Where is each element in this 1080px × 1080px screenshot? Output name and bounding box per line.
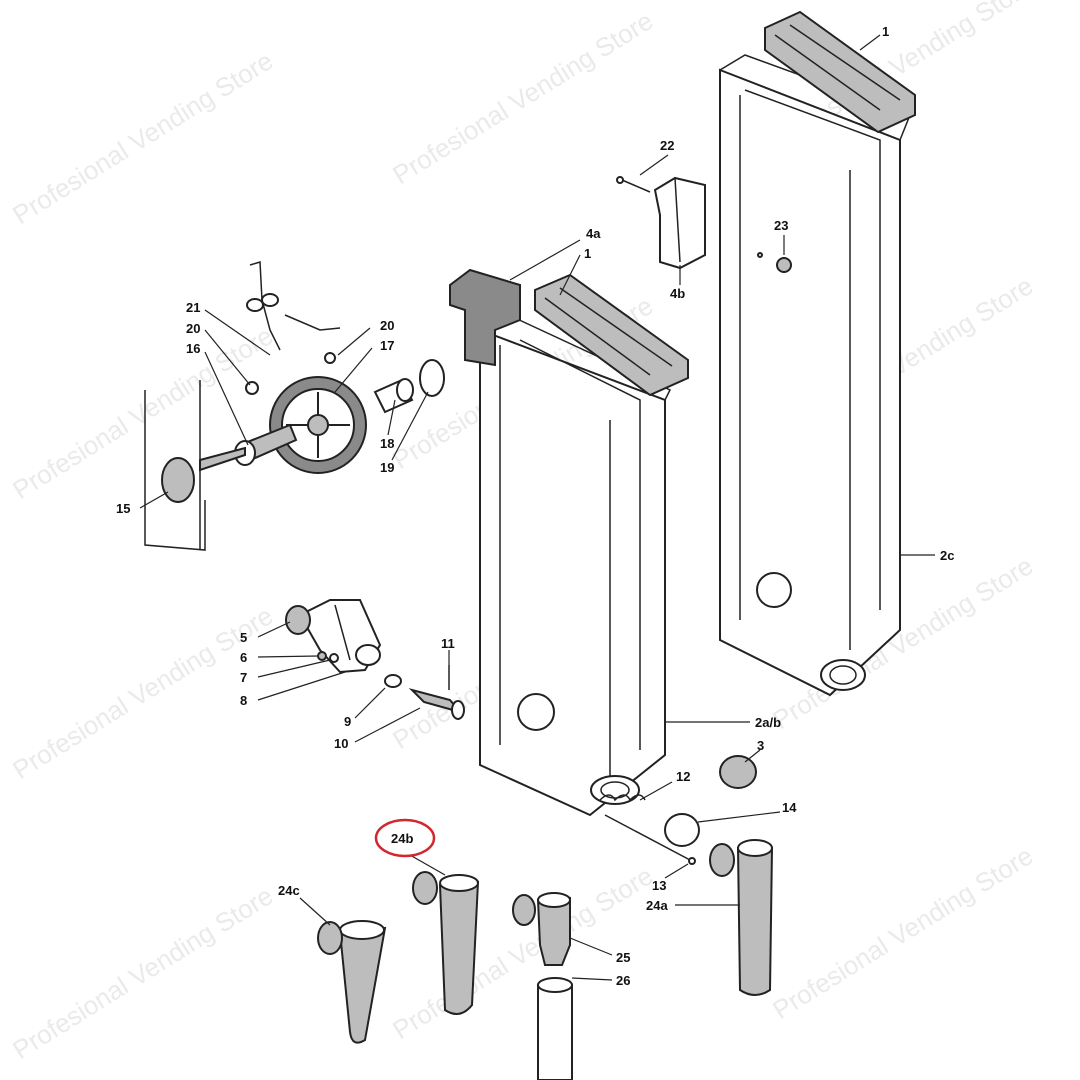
label-4a: 4a [586, 226, 601, 241]
part-labels: 1 1 2c 2a/b 3 4a 4b 5 6 7 8 9 10 11 12 1… [116, 24, 954, 988]
lid-rear [764, 10, 916, 134]
label-21: 21 [186, 300, 200, 315]
label-1-front: 1 [584, 246, 591, 261]
label-24b: 24b [391, 831, 413, 846]
label-17: 17 [380, 338, 394, 353]
spindle-parts [384, 665, 465, 720]
label-23: 23 [774, 218, 788, 233]
label-20-right: 20 [380, 318, 394, 333]
label-9: 9 [344, 714, 351, 729]
tube-24a [709, 839, 774, 996]
label-3: 3 [757, 738, 764, 753]
label-1-rear: 1 [882, 24, 889, 39]
highlight-ring [374, 818, 436, 858]
tube-24b [412, 871, 480, 1015]
label-11: 11 [441, 636, 455, 651]
label-24a: 24a [646, 898, 668, 913]
label-12: 12 [676, 769, 690, 784]
label-16: 16 [186, 341, 200, 356]
lever-bracket [285, 599, 382, 674]
label-2ab: 2a/b [755, 715, 781, 730]
label-7: 7 [240, 670, 247, 685]
canister-2c [719, 54, 911, 697]
label-13: 13 [652, 878, 666, 893]
watermark: Profesional Vending Store [7, 45, 278, 230]
tube-26 [537, 977, 573, 1080]
label-15: 15 [116, 501, 130, 516]
watermark: Profesional Vending Store [7, 880, 278, 1065]
bracket-4b [616, 176, 706, 270]
label-2c: 2c [940, 548, 954, 563]
label-8: 8 [240, 693, 247, 708]
label-18: 18 [380, 436, 394, 451]
tube-24c [317, 920, 387, 1044]
leader-lines [139, 34, 935, 981]
label-14: 14 [782, 800, 797, 815]
label-6: 6 [240, 650, 247, 665]
bracket-4a [449, 268, 521, 367]
watermark: Profesional Vending Store [387, 5, 658, 190]
nut-23 [757, 252, 792, 273]
watermark: Profesional Vending Store [767, 840, 1038, 1025]
sprocket-assembly [144, 261, 445, 551]
label-20-left: 20 [186, 321, 200, 336]
label-4b: 4b [670, 286, 685, 301]
label-25: 25 [616, 950, 630, 965]
tee-25 [512, 892, 571, 966]
label-24c: 24c [278, 883, 300, 898]
watermark: Profesional Vending Store [7, 320, 278, 505]
watermark: Profesional Vending Store [7, 600, 278, 785]
outlet-parts [599, 755, 757, 865]
label-5: 5 [240, 630, 247, 645]
canister-2ab [479, 317, 672, 817]
label-10: 10 [334, 736, 348, 751]
label-26: 26 [616, 973, 630, 988]
label-22: 22 [660, 138, 674, 153]
label-19: 19 [380, 460, 394, 475]
